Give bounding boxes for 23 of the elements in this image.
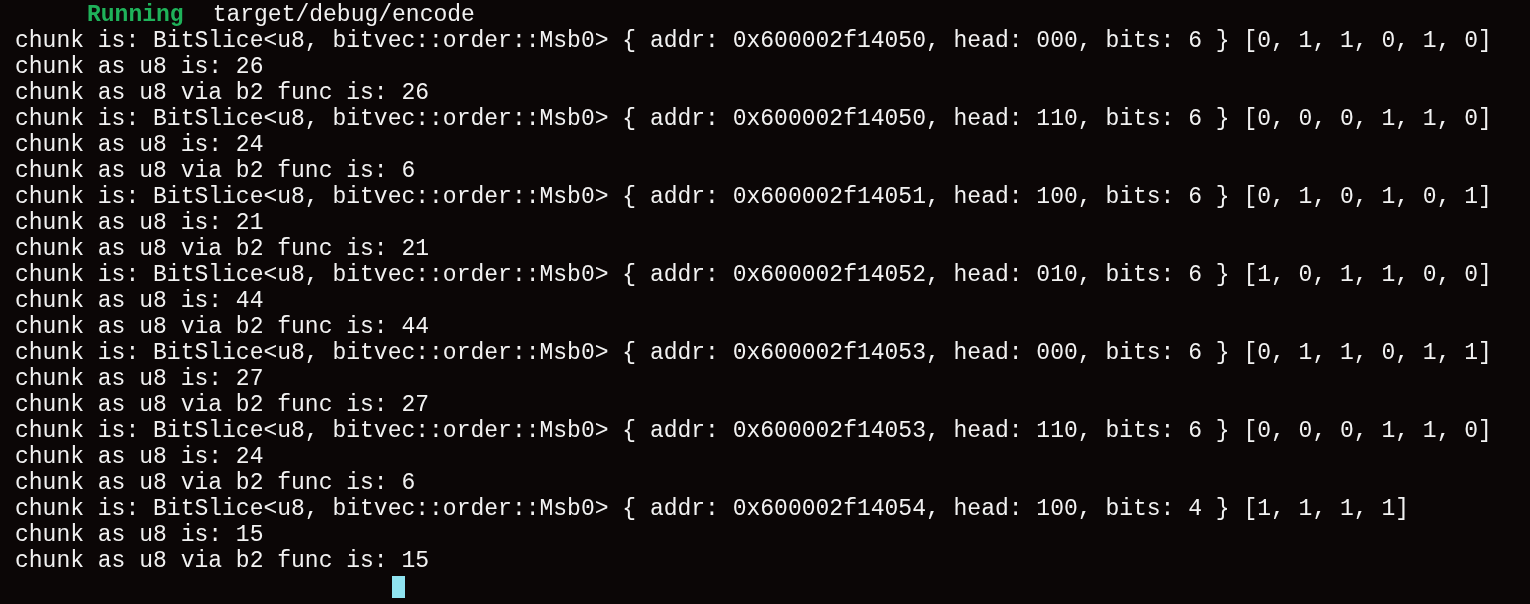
output-line: chunk as u8 via b2 func is: 26 bbox=[15, 80, 430, 106]
output-line: chunk is: BitSlice<u8, bitvec::order::Msb0> { addr: 0x600002f14052, head: 010, bits: 6 } [1, 0, 1, 1, 0, 0] bbox=[15, 262, 1492, 288]
output-line: chunk as u8 via b2 func is: 44 bbox=[15, 314, 430, 340]
binary-path: target/debug/encode bbox=[212, 2, 475, 28]
output-line: chunk is: BitSlice<u8, bitvec::order::Msb0> { addr: 0x600002f14054, head: 100, bits: 4 } [1, 1, 1, 1] bbox=[15, 496, 1410, 522]
output-line: chunk as u8 is: 24 bbox=[15, 132, 264, 158]
output-line: chunk as u8 is: 44 bbox=[15, 288, 264, 314]
output-line: chunk as u8 is: 26 bbox=[15, 54, 264, 80]
output-line: chunk as u8 via b2 func is: 6 bbox=[15, 470, 416, 496]
output-line: chunk is: BitSlice<u8, bitvec::order::Msb0> { addr: 0x600002f14050, head: 110, bits: 6 } [0, 0, 0, 1, 1, 0] bbox=[15, 106, 1492, 132]
output-line: chunk as u8 via b2 func is: 27 bbox=[15, 392, 430, 418]
output-line: chunk as u8 is: 15 bbox=[15, 522, 264, 548]
output-line: chunk is: BitSlice<u8, bitvec::order::Msb0> { addr: 0x600002f14050, head: 000, bits: 6 } [0, 1, 1, 0, 1, 0] bbox=[15, 28, 1492, 54]
output-line: chunk is: BitSlice<u8, bitvec::order::Msb0> { addr: 0x600002f14053, head: 000, bits: 6 } [0, 1, 1, 0, 1, 1] bbox=[15, 340, 1492, 366]
output-line: chunk as u8 is: 27 bbox=[15, 366, 264, 392]
status-word: Running bbox=[87, 2, 184, 28]
output-line: chunk as u8 via b2 func is: 15 bbox=[15, 548, 430, 574]
output-line: chunk as u8 is: 24 bbox=[15, 444, 264, 470]
output-line: chunk as u8 via b2 func is: 21 bbox=[15, 236, 430, 262]
output-line: chunk is: BitSlice<u8, bitvec::order::Msb0> { addr: 0x600002f14053, head: 110, bits: 6 } [0, 0, 0, 1, 1, 0] bbox=[15, 418, 1492, 444]
output-line: chunk as u8 via b2 func is: 6 bbox=[15, 158, 416, 184]
output-line: chunk is: BitSlice<u8, bitvec::order::Msb0> { addr: 0x600002f14051, head: 100, bits: 6 } [0, 1, 0, 1, 0, 1] bbox=[15, 184, 1492, 210]
output-line: chunk as u8 is: 21 bbox=[15, 210, 264, 236]
